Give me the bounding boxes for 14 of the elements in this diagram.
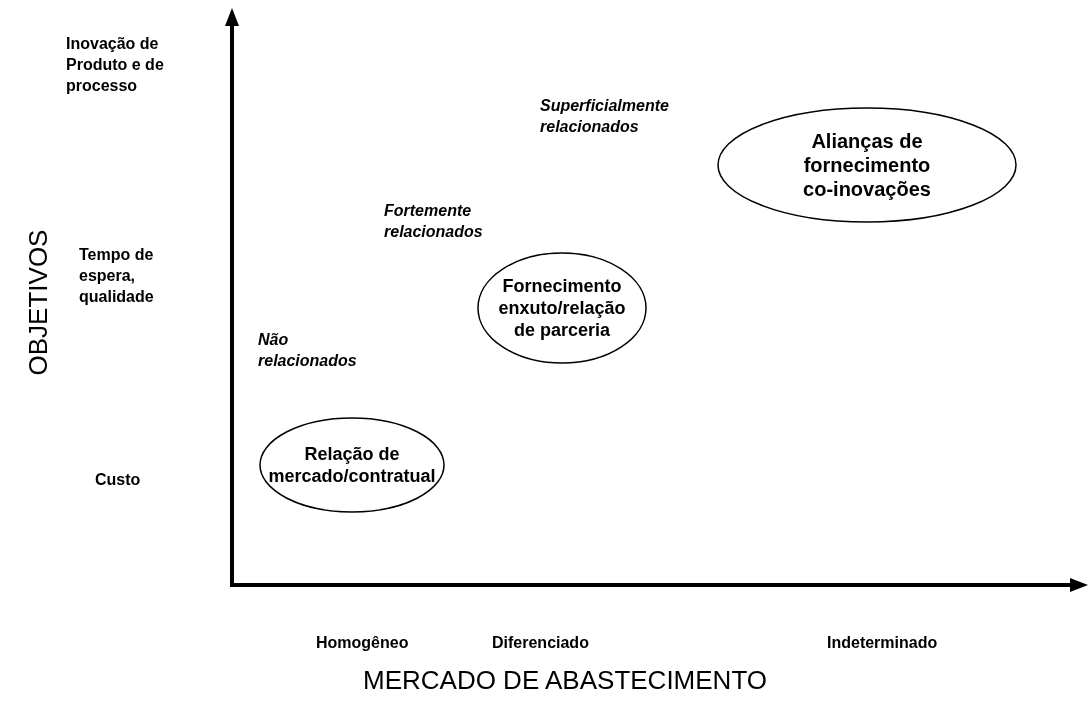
axis-title: MERCADO DE ABASTECIMENTO: [362, 665, 768, 695]
category-label: Superficialmente relacionados: [540, 96, 670, 137]
axis-tick-label: Diferenciado: [492, 633, 590, 653]
node-label: Alianças de fornecimento co-inovações: [802, 129, 932, 201]
axis-tick-label: Indeterminado: [827, 633, 939, 653]
axis-tick-label: Custo: [95, 470, 142, 490]
category-label: Não relacionados: [258, 330, 358, 371]
axis-tick-label: Inovação de Produto e de processo: [66, 34, 165, 96]
axis-tick-label: Tempo de espera, qualidade: [79, 245, 155, 307]
node-label: Fornecimento enxuto/relação de parceria: [497, 275, 627, 341]
node-label: Relação de mercado/contratual: [267, 443, 437, 487]
axis-title: OBJETIVOS: [28, 229, 50, 376]
category-label: Fortemente relacionados: [384, 201, 484, 242]
axis-tick-label: Homogêneo: [316, 633, 410, 653]
